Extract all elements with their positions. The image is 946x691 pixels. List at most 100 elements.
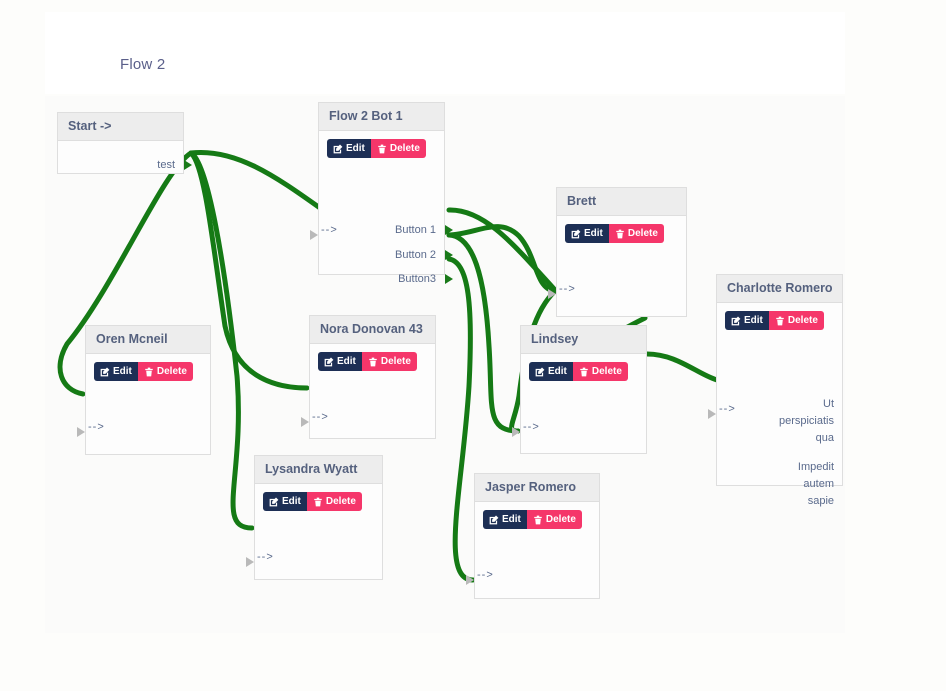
edit-square-icon (269, 497, 279, 507)
input-port[interactable]: --> (312, 411, 329, 423)
delete-button[interactable]: Delete (526, 510, 582, 529)
edit-button-label: Edit (282, 496, 301, 507)
input-port[interactable]: --> (719, 403, 736, 415)
input-port[interactable]: --> (321, 224, 338, 236)
node-body: Edit Delete --> (512, 354, 646, 454)
output-text-block-1[interactable]: Ut perspiciatis qua (779, 396, 834, 447)
output-port-button-2[interactable]: Button 2 (395, 249, 436, 261)
edit-button[interactable]: Edit (327, 139, 371, 158)
node-title: Lysandra Wyatt (255, 456, 382, 484)
edit-square-icon (571, 229, 581, 239)
node-title: Charlotte Romero (717, 275, 842, 303)
node-title: Brett (557, 188, 686, 216)
input-connector-icon[interactable] (548, 289, 556, 299)
node-nora-donovan-43[interactable]: Nora Donovan 43 Edit Delete (301, 315, 436, 439)
edit-button[interactable]: Edit (725, 311, 769, 330)
edge-button2-to-brett (446, 224, 557, 294)
delete-button-label: Delete (380, 356, 411, 367)
node-title: Jasper Romero (475, 474, 599, 502)
input-connector-icon[interactable] (77, 427, 85, 437)
delete-button[interactable]: Delete (608, 224, 664, 243)
edge-start-to-flow2bot1 (188, 149, 323, 211)
delete-button[interactable]: Delete (306, 492, 362, 511)
node-brett[interactable]: Brett Edit Delete (548, 187, 687, 317)
node-actions: Edit Delete (327, 139, 436, 158)
node-actions: Edit Delete (318, 352, 427, 371)
output-port-button-3[interactable]: Button3 (398, 273, 436, 285)
node-charlotte-romero[interactable]: Charlotte Romero Edit Delete (708, 274, 843, 507)
edit-square-icon (324, 357, 334, 367)
node-title: Lindsey (521, 326, 646, 354)
edit-square-icon (731, 316, 741, 326)
delete-button[interactable]: Delete (361, 352, 417, 371)
output-port-button-1[interactable]: Button 1 (395, 224, 436, 236)
node-title: Nora Donovan 43 (310, 316, 435, 344)
edit-button[interactable]: Edit (94, 362, 138, 381)
output-connector-icon[interactable] (445, 250, 453, 260)
edit-button[interactable]: Edit (263, 492, 307, 511)
node-actions: Edit Delete (94, 362, 202, 381)
edit-button-label: Edit (337, 356, 356, 367)
trash-icon (313, 497, 323, 507)
input-connector-icon[interactable] (708, 409, 716, 419)
delete-button-label: Delete (156, 366, 187, 377)
trash-icon (533, 515, 543, 525)
node-lindsey[interactable]: Lindsey Edit Delete (512, 325, 647, 454)
node-start[interactable]: Start -> test (57, 112, 192, 174)
input-port[interactable]: --> (88, 421, 105, 433)
node-actions: Edit Delete (565, 224, 678, 243)
input-connector-icon[interactable] (301, 417, 309, 427)
output-text-line: sapie (807, 495, 834, 507)
delete-button-label: Delete (545, 514, 576, 525)
delete-button-label: Delete (591, 366, 622, 377)
node-flow2bot1[interactable]: Flow 2 Bot 1 Edit Delete (310, 102, 453, 285)
edit-button[interactable]: Edit (318, 352, 362, 371)
trash-icon (144, 367, 154, 377)
edit-button-label: Edit (744, 315, 763, 326)
input-connector-icon[interactable] (310, 230, 318, 240)
output-connector-icon[interactable] (445, 274, 453, 284)
flow-canvas[interactable]: Start -> test Flow 2 Bot 1 Edit (45, 96, 845, 633)
delete-button-label: Delete (389, 143, 420, 154)
trash-icon (579, 367, 589, 377)
node-title: Oren Mcneil (86, 326, 210, 354)
input-port[interactable]: --> (257, 551, 274, 563)
input-connector-icon[interactable] (246, 557, 254, 567)
edit-button[interactable]: Edit (565, 224, 609, 243)
edit-square-icon (489, 515, 499, 525)
output-port-test[interactable]: test (157, 159, 175, 171)
delete-button[interactable]: Delete (137, 362, 193, 381)
header-strip: Flow 2 (45, 12, 845, 94)
node-body: Edit Delete --> (77, 354, 210, 455)
trash-icon (615, 229, 625, 239)
output-text-block-2[interactable]: Impedit autem sapie (798, 459, 834, 510)
input-port[interactable]: --> (523, 421, 540, 433)
page-title: Flow 2 (120, 56, 166, 73)
input-connector-icon[interactable] (512, 427, 520, 437)
edit-square-icon (535, 367, 545, 377)
edit-button-label: Edit (548, 366, 567, 377)
node-jasper-romero[interactable]: Jasper Romero Edit Delete (466, 473, 600, 599)
edge-button2-to-lindsey (446, 232, 521, 434)
node-body: Edit Delete --> (246, 484, 382, 580)
edit-button-label: Edit (502, 514, 521, 525)
input-port[interactable]: --> (559, 283, 576, 295)
node-lysandra-wyatt[interactable]: Lysandra Wyatt Edit Delete (246, 455, 383, 580)
edit-button-label: Edit (584, 228, 603, 239)
node-oren-mcneil[interactable]: Oren Mcneil Edit Delete (77, 325, 211, 455)
input-connector-icon[interactable] (466, 575, 474, 585)
node-body: Edit Delete --> Ut perspiciatis qua (708, 303, 842, 507)
delete-button[interactable]: Delete (768, 311, 824, 330)
edit-button[interactable]: Edit (483, 510, 527, 529)
delete-button[interactable]: Delete (572, 362, 628, 381)
input-port[interactable]: --> (477, 569, 494, 581)
edge-button3-to-jasper (446, 256, 476, 583)
output-connector-icon[interactable] (184, 160, 192, 170)
edit-button[interactable]: Edit (529, 362, 573, 381)
output-text-line: autem (803, 478, 834, 490)
delete-button[interactable]: Delete (370, 139, 426, 158)
output-connector-icon[interactable] (445, 225, 453, 235)
node-body: Edit Delete --> Button 1 Button 2 Button… (310, 131, 453, 285)
edit-square-icon (100, 367, 110, 377)
